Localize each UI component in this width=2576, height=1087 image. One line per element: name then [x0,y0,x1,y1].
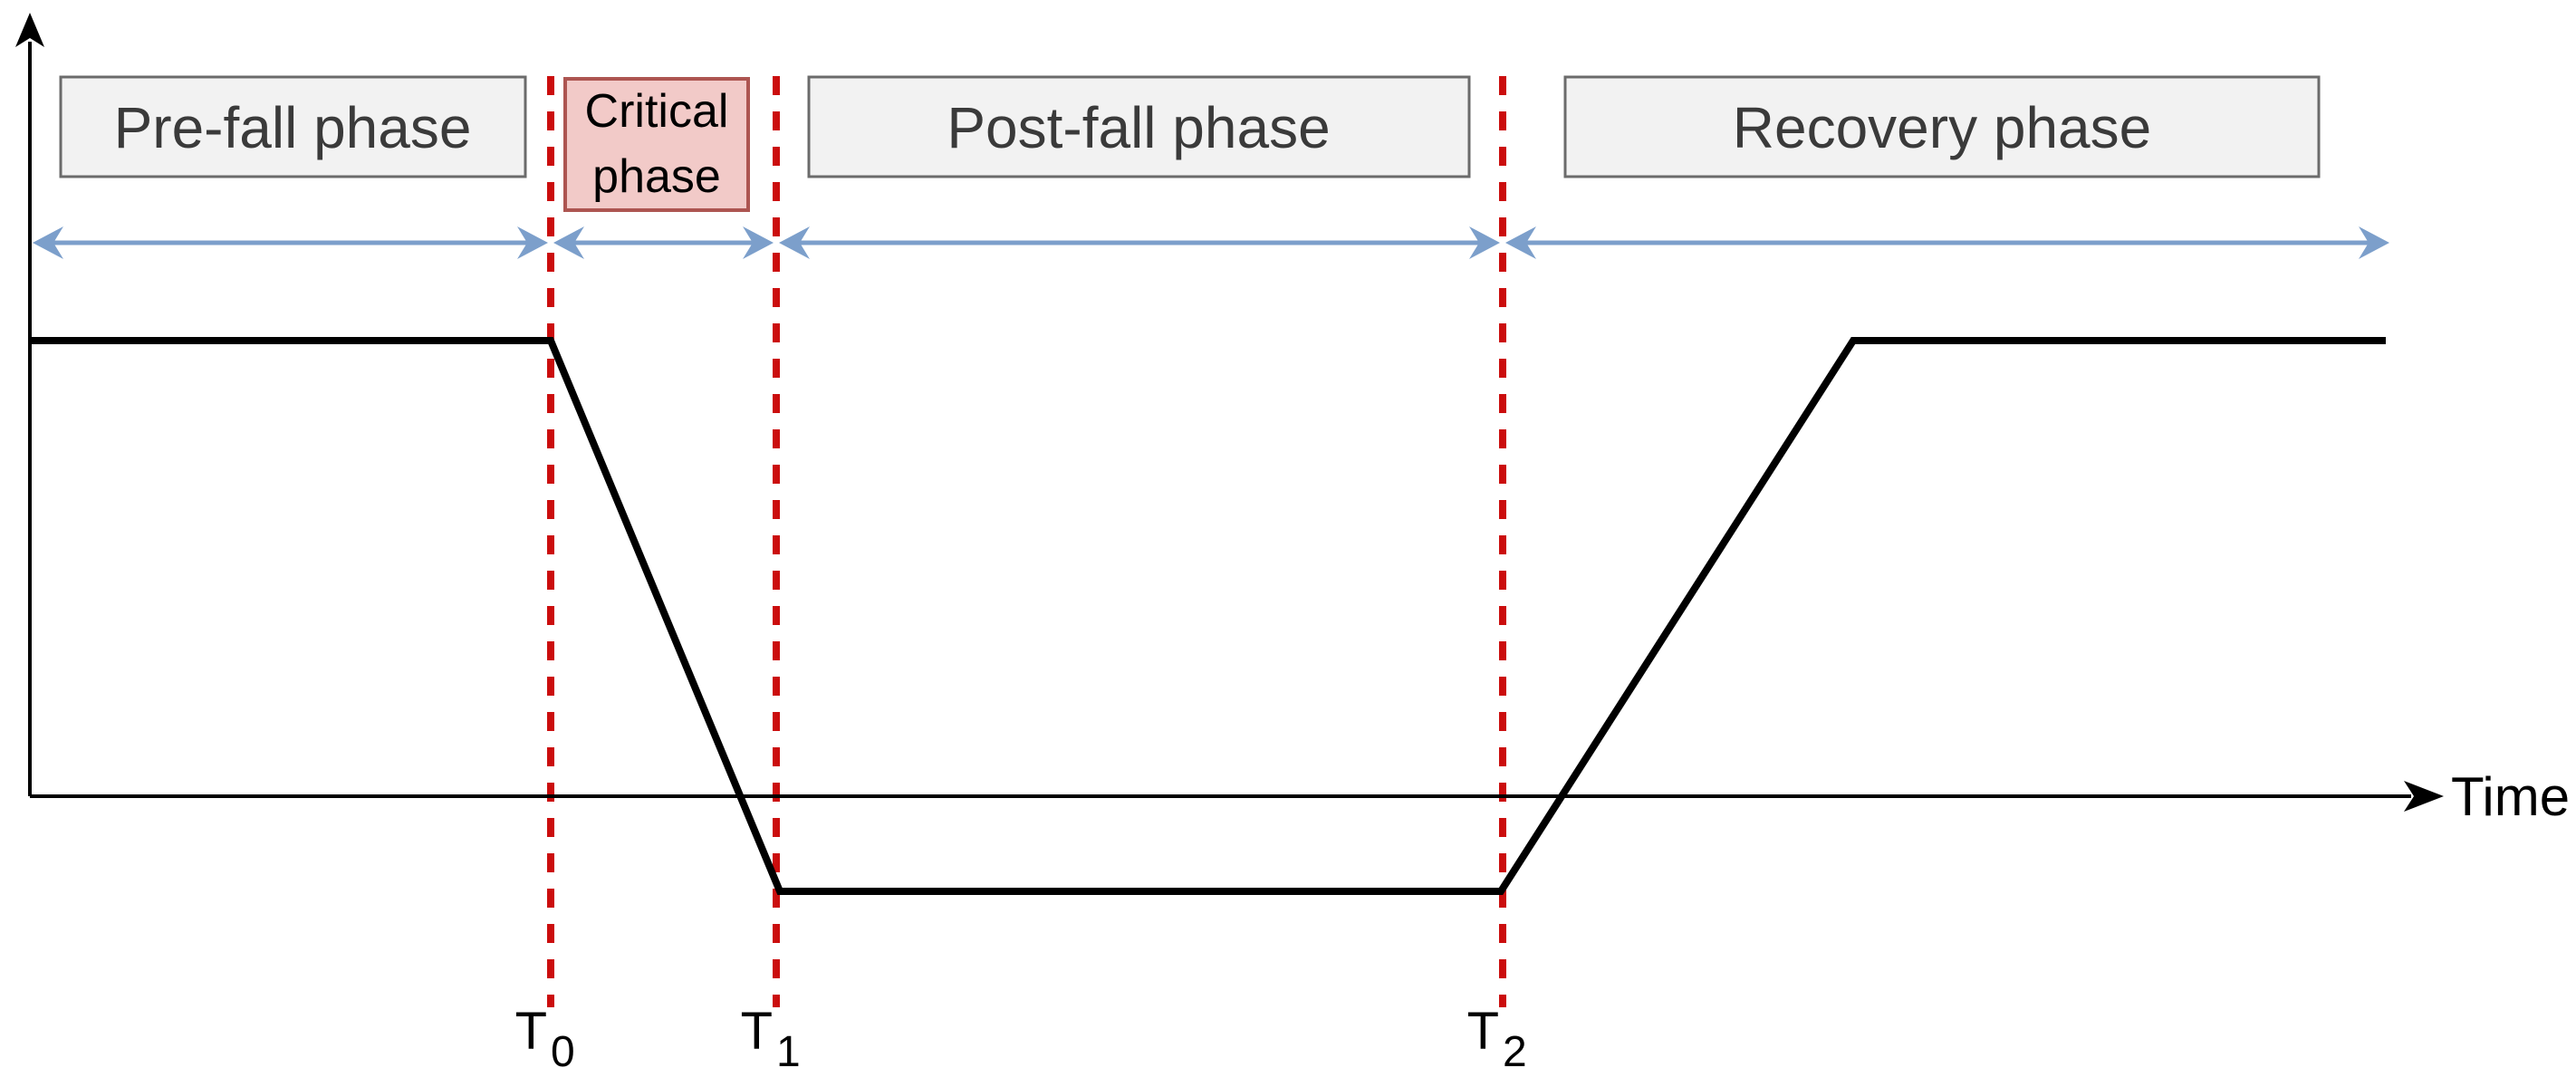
phase-box-post-fall: Post-fall phase [807,75,1471,178]
arrowhead-left-icon [33,226,63,259]
duration-arrow-critical [553,226,774,259]
arrowhead-right-icon [743,226,774,259]
time-marker-label-t1: T 1 [741,1002,801,1076]
phase-box-label-line2: phase [592,150,721,203]
signal-line [32,337,2386,895]
phase-boxes: Pre-fall phase Critical phase Post-fall … [59,75,2321,212]
duration-arrow-pre-fall [33,226,548,259]
phase-box-critical: Critical phase [563,77,750,212]
y-axis [15,13,44,796]
time-marker-base: T [1467,1002,1499,1061]
event-marker-lines [547,76,1506,1007]
phase-box-rect [1563,75,2321,178]
phase-box-label: Recovery phase [1733,95,2151,160]
phase-box-rect [807,75,1471,178]
phase-box-label: Post-fall phase [947,95,1330,160]
time-marker-subscript: 2 [1503,1028,1527,1076]
time-marker-labels: T 0 T 1 T 2 [515,1002,1527,1076]
time-marker-subscript: 1 [776,1028,801,1076]
time-marker-label-t2: T 2 [1467,1002,1527,1076]
phase-box-rect [59,75,527,178]
arrowhead-left-icon [1505,226,1536,259]
time-marker-base: T [515,1002,547,1061]
phase-box-rect [563,77,750,212]
arrowhead-right-icon [1469,226,1500,259]
arrowhead-left-icon [553,226,584,259]
arrowhead-right-icon [2359,226,2389,259]
time-marker-label-t0: T 0 [515,1002,575,1076]
duration-arrow-recovery [1505,226,2389,259]
phase-box-label: Pre-fall phase [114,95,472,160]
time-marker-subscript: 0 [551,1028,575,1076]
x-axis: Time [30,766,2570,827]
phase-box-pre-fall: Pre-fall phase [59,75,527,178]
time-marker-base: T [741,1002,773,1061]
phase-box-label-line1: Critical [585,85,729,138]
x-axis-arrowhead-icon [2404,781,2444,812]
x-axis-label: Time [2451,766,2570,827]
y-axis-arrowhead-icon [15,13,44,47]
arrowhead-right-icon [517,226,548,259]
arrowhead-left-icon [779,226,810,259]
duration-arrow-post-fall [779,226,1500,259]
phase-box-recovery: Recovery phase [1563,75,2321,178]
duration-arrows [33,226,2389,259]
